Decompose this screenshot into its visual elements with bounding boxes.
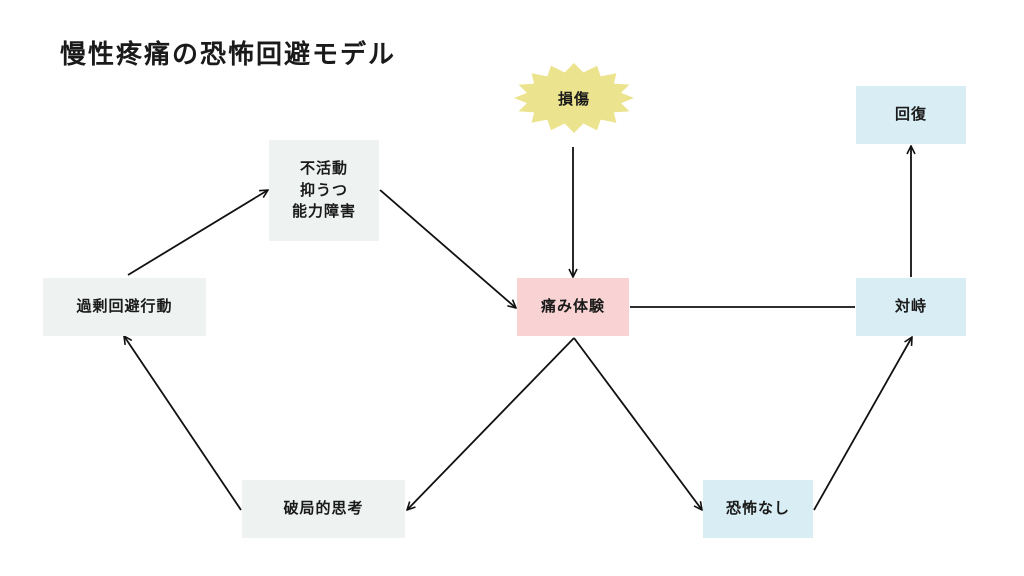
node-pain-experience: 痛み体験 bbox=[517, 278, 629, 336]
node-label: 恐怖なし bbox=[725, 499, 790, 518]
node-injury: 損傷 bbox=[557, 89, 590, 108]
diagram-title: 慢性疼痛の恐怖回避モデル bbox=[60, 40, 397, 70]
node-label: 破局的思考 bbox=[283, 499, 364, 518]
node-label: 対峙 bbox=[894, 297, 927, 316]
node-confrontation: 対峙 bbox=[856, 278, 966, 336]
node-label-line: 能力障害 bbox=[291, 202, 356, 221]
node-excessive-avoidance: 過剰回避行動 bbox=[43, 278, 206, 336]
injury-burst-icon bbox=[514, 63, 634, 133]
arrow-disuse-to-pain-experience bbox=[379, 189, 516, 308]
arrow-no-fear-to-confrontation bbox=[813, 337, 912, 511]
node-catastrophizing: 破局的思考 bbox=[242, 480, 405, 538]
node-label: 過剰回避行動 bbox=[76, 297, 173, 316]
node-disuse: 不活動 抑うつ 能力障害 bbox=[269, 140, 379, 241]
node-label: 痛み体験 bbox=[540, 297, 605, 316]
node-no-fear: 恐怖なし bbox=[703, 480, 813, 538]
arrow-pain-experience-to-no-fear bbox=[573, 337, 702, 510]
node-recovery: 回復 bbox=[856, 86, 966, 144]
node-label-line: 抑うつ bbox=[299, 180, 348, 199]
node-label-line: 不活動 bbox=[299, 158, 348, 177]
arrow-excessive-avoidance-to-disuse bbox=[127, 190, 268, 276]
arrow-pain-experience-to-catastrophizing bbox=[407, 337, 575, 510]
arrow-catastrophizing-to-excessive-avoidance bbox=[124, 336, 242, 511]
node-label: 回復 bbox=[894, 105, 927, 124]
